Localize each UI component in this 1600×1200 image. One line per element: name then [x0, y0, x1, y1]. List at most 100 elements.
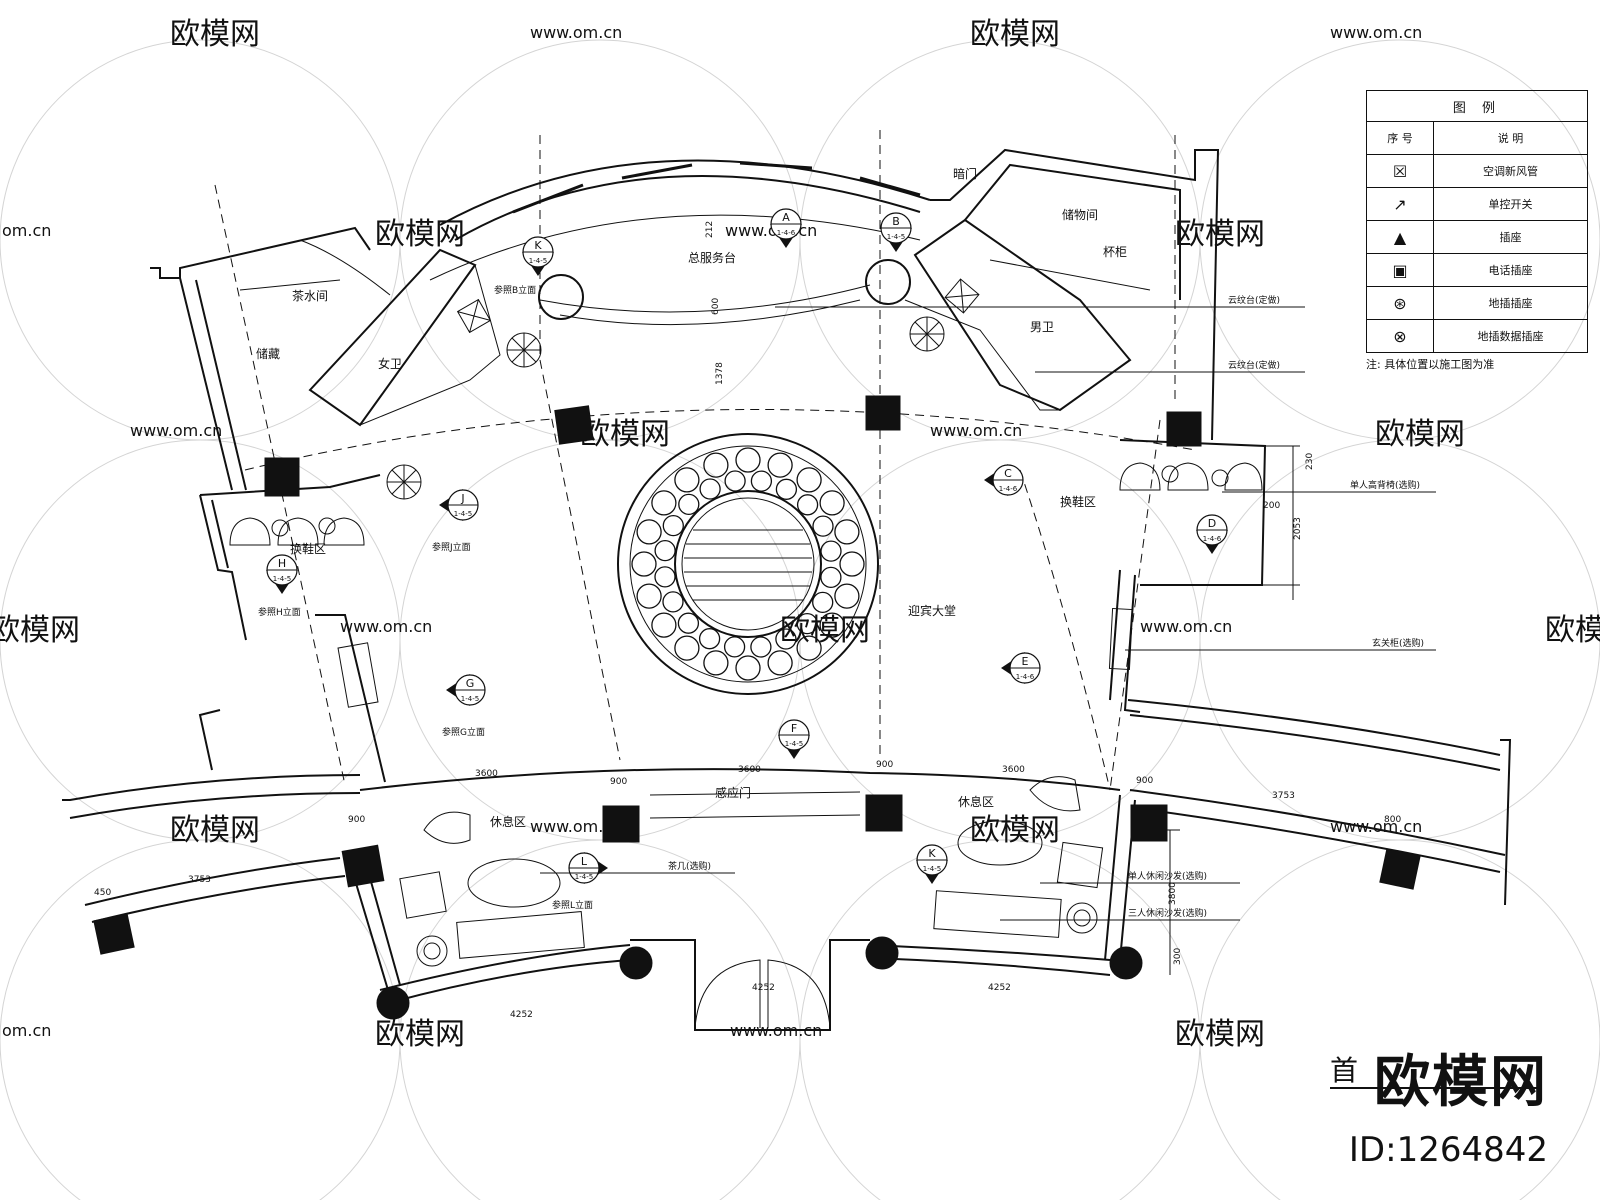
lounge-left-furniture: [337, 642, 585, 967]
elevation-marker: G1-4-5: [446, 674, 486, 706]
floor-medallion: [617, 433, 879, 695]
column: [341, 844, 385, 888]
walls: [62, 148, 1512, 1031]
plant: [506, 332, 542, 368]
elevation-marker: B 1-4-5: [880, 212, 912, 252]
lounge-right-furniture: [933, 607, 1134, 938]
dim-2053: 2053: [1293, 517, 1303, 540]
note-counter-top: 云纹台(定做): [1228, 294, 1280, 306]
column: [865, 794, 903, 832]
medallion-loop: [703, 452, 729, 478]
medallion-loop: [662, 514, 684, 537]
medallion-loop: [796, 635, 822, 661]
elevation-markers: A1-4-6B1-4-5K1-4-5C1-4-6J1-4-5D1-4-6H1-4…: [266, 208, 1228, 884]
watermark-brand: 欧模网: [970, 813, 1060, 848]
floor-socket-icon: ⊛: [1366, 286, 1434, 320]
drawing-title-fragment: 首: [1330, 1054, 1358, 1087]
elevation-marker-letter: L: [581, 855, 588, 868]
column: [264, 457, 300, 497]
legend-header-index: 序 号: [1366, 121, 1434, 155]
column: [554, 405, 594, 445]
dim-200: 200: [1263, 501, 1280, 511]
elevation-marker-letter: B: [892, 215, 900, 228]
medallion-loop: [651, 490, 677, 516]
elevation-marker-code: 1-4-5: [887, 233, 905, 241]
elevation-marker-code: 1-4-5: [454, 510, 472, 518]
column: [1379, 848, 1421, 890]
elevation-marker-code: 1-4-5: [923, 865, 941, 873]
dim-1378: 1378: [715, 362, 725, 385]
watermark-brand: 欧模网: [580, 417, 670, 452]
column: [602, 805, 640, 843]
elevation-marker: E1-4-6: [1001, 652, 1041, 684]
columns: [93, 395, 1421, 1020]
dim-900: 900: [348, 815, 365, 825]
watermark-layer: 欧模网 www.om.cn 欧模网 www.om.cn om.cn 欧模网 ww…: [0, 17, 1600, 1200]
label-male-restroom: 男卫: [1030, 320, 1054, 334]
medallion-loop: [819, 612, 845, 638]
medallion-loop: [819, 490, 845, 516]
watermark-url: www.om.cn: [530, 817, 622, 836]
label-lounge-right: 休息区: [958, 794, 994, 809]
dim-3753-left: 3753: [188, 875, 211, 885]
annotations: 参照B立面 参照J立面 参照H立面 参照G立面 参照L立面 云纹台(定做) 云纹…: [258, 284, 1436, 921]
elevation-marker-code: 1-4-5: [575, 873, 593, 881]
label-shoe-area-right: 换鞋区: [1060, 494, 1096, 509]
watermark-brand: 欧模网: [1375, 417, 1465, 452]
medallion-loop: [735, 447, 761, 473]
phone-outlet-icon: ▣: [1366, 253, 1434, 287]
label-lobby: 迎宾大堂: [908, 603, 956, 618]
medallion-loop: [820, 566, 842, 589]
outlet-icon: ▲: [1366, 220, 1434, 254]
elevation-marker-letter: A: [782, 211, 790, 224]
legend-label: 电话插座: [1433, 253, 1588, 287]
column: [1166, 411, 1202, 447]
dim-4252-right: 4252: [988, 983, 1011, 993]
elevation-marker: H1-4-5: [266, 554, 298, 594]
medallion-loop: [796, 467, 822, 493]
dim-3800: 3800: [1168, 882, 1178, 905]
legend-note: 注: 具体位置以施工图为准: [1366, 358, 1495, 371]
legend-label: 插座: [1433, 220, 1588, 254]
medallion-loop: [735, 655, 761, 681]
elevation-marker-code: 1-4-6: [777, 229, 796, 237]
note-single-sofa: 单人休闲沙发(选购): [1128, 870, 1207, 882]
junction-box-icon: ☒: [1366, 154, 1434, 188]
dim-600: 600: [711, 298, 721, 315]
elevation-marker: K1-4-5: [522, 236, 554, 276]
legend: 图 例 序 号 说 明 ☒ 空调新风管 ↗ 单控开关 ▲ 插座 ▣ 电话插座 ⊛…: [1366, 90, 1588, 375]
watermark-short: om.cn: [2, 221, 51, 240]
round-column: [619, 946, 653, 980]
watermark-brand: 欧模网: [1175, 217, 1265, 252]
label-door: 暗门: [953, 166, 977, 181]
dim-300: 300: [1173, 948, 1183, 965]
watermark-brand: 欧模网: [1175, 1017, 1265, 1052]
brand-id: ID:1264842: [1348, 1130, 1548, 1170]
medallion-loop: [839, 551, 865, 577]
dim-450: 450: [94, 888, 111, 898]
medallion-loop: [750, 470, 773, 492]
medallion-loop: [699, 478, 721, 500]
medallion-loop: [775, 628, 797, 650]
elevation-marker: F1-4-5: [778, 719, 810, 759]
elevation-marker: D1-4-6: [1196, 514, 1228, 554]
watermark-brand: 欧模网: [1545, 613, 1600, 648]
entrance-doors: [649, 791, 861, 1029]
dim-900: 900: [1136, 776, 1153, 786]
note-ref-g: 参照G立面: [442, 726, 485, 738]
wall-boxes: [456, 278, 980, 334]
medallion-loop: [651, 612, 677, 638]
medallion-loop: [677, 612, 700, 634]
dim-4252-mid: 4252: [752, 983, 775, 993]
medallion-loop: [654, 566, 676, 588]
elevation-marker-letter: D: [1208, 517, 1216, 530]
medallion-loop: [796, 494, 819, 516]
column: [865, 395, 901, 431]
note-ref-l: 参照L立面: [552, 899, 593, 911]
label-front-desk: 总服务台: [688, 250, 736, 265]
medallion-loop: [767, 650, 793, 676]
front-desk-round-end: [865, 259, 911, 305]
elevation-marker: K1-4-5: [916, 844, 948, 884]
watermark-brand: 欧模网: [375, 217, 465, 252]
elevation-marker-letter: K: [534, 239, 542, 252]
